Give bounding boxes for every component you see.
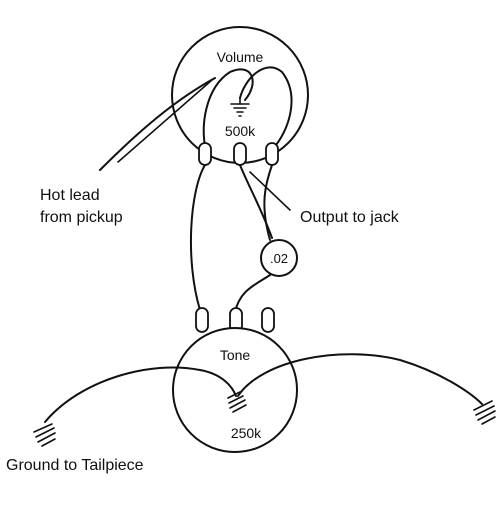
capacitor-body [260, 239, 298, 277]
tone-label: Tone [220, 347, 251, 363]
volume-internal-loop-left [202, 68, 254, 151]
volume-pot: Volume 500k [171, 26, 309, 166]
output-wire [263, 164, 273, 241]
output-label: Output to jack [300, 209, 400, 226]
hot-lead-wire [99, 77, 216, 171]
volume-value: 500k [225, 123, 256, 139]
volume-to-tone-wire [189, 164, 206, 311]
tone-lug-1 [195, 307, 209, 333]
tone-pot-body [172, 327, 298, 453]
ground-wire-right [237, 353, 483, 405]
volume-internal-loop-right [239, 66, 293, 151]
capacitor: .02 [260, 239, 298, 277]
capacitor-to-tone-wire [234, 274, 271, 313]
right-ground-icon [473, 400, 496, 425]
volume-lug-2 [233, 142, 247, 166]
volume-lug-3 [265, 142, 279, 166]
hot-lead-leader [117, 79, 213, 163]
ground-wire-left [44, 366, 237, 423]
hot-lead-label-line2: from pickup [40, 209, 123, 226]
hot-lead-label-line1: Hot lead [40, 187, 100, 204]
output-leader [249, 171, 291, 211]
tone-ground-icon [227, 391, 247, 413]
tone-value: 250k [231, 425, 262, 441]
capacitor-value: .02 [270, 251, 288, 266]
lug-to-capacitor-wire [239, 164, 273, 239]
volume-lug-1 [198, 142, 212, 166]
tailpiece-ground-icon [33, 423, 56, 447]
volume-label: Volume [217, 49, 264, 65]
tone-lug-3 [261, 307, 275, 333]
tone-pot: Tone 250k [172, 307, 298, 453]
volume-ground-icon [230, 97, 250, 117]
ground-label: Ground to Tailpiece [6, 457, 144, 474]
